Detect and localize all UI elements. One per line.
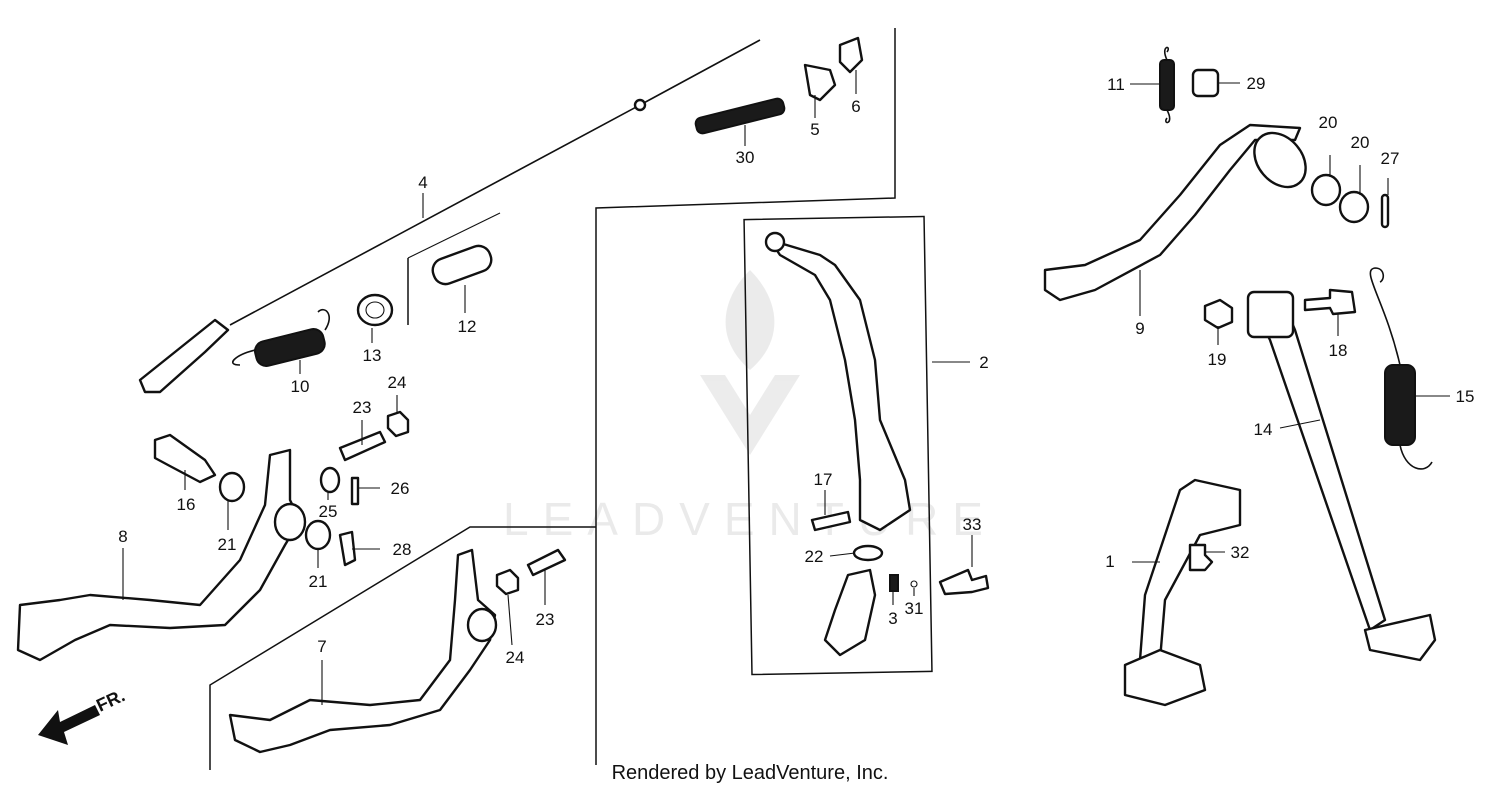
callout-7: 7 <box>317 637 326 656</box>
spring-15 <box>1369 267 1433 470</box>
frame-upper <box>595 28 896 765</box>
callout-18: 18 <box>1329 341 1348 360</box>
side-stand-14 <box>1246 290 1437 662</box>
nut-24b <box>495 568 520 596</box>
callout-21a: 21 <box>218 535 237 554</box>
front-arrow-icon <box>38 705 100 745</box>
bolt-3 <box>889 574 899 592</box>
callout-11: 11 <box>1107 75 1125 94</box>
callout-23a: 23 <box>353 398 372 417</box>
bolt-18 <box>1303 288 1357 316</box>
pin-26 <box>350 476 360 506</box>
brake-pedal-8 <box>16 448 307 662</box>
washer-21b <box>304 519 332 551</box>
nut-19 <box>1203 298 1234 330</box>
brake-pedal-7 <box>228 548 498 754</box>
callout-12: 12 <box>458 317 477 336</box>
callout-20a: 20 <box>1319 113 1338 132</box>
callout-29: 29 <box>1247 74 1266 93</box>
collar-29 <box>1191 68 1220 98</box>
washer-20a <box>1310 173 1342 207</box>
washer-22 <box>852 544 884 562</box>
watermark-logo <box>700 270 800 455</box>
callout-32: 32 <box>1231 543 1250 562</box>
spring-11-hooks <box>1163 46 1171 124</box>
callout-16: 16 <box>177 495 196 514</box>
pedal-9-boss <box>1253 131 1307 189</box>
leader-lines <box>122 70 1450 705</box>
callout-28: 28 <box>393 540 412 559</box>
front-direction-label: FR. <box>93 685 128 715</box>
callout-4: 4 <box>418 173 427 192</box>
callout-23b: 23 <box>536 610 555 629</box>
shift-lever-2 <box>764 231 912 532</box>
lever-1 <box>1123 478 1242 707</box>
callout-10: 10 <box>291 377 310 396</box>
bolt-17 <box>810 510 852 532</box>
frame-lower <box>209 526 596 770</box>
bolt-33 <box>938 568 990 596</box>
callout-21b: 21 <box>309 572 328 591</box>
callout-31: 31 <box>905 599 924 618</box>
pin-31 <box>910 580 918 588</box>
callout-25: 25 <box>319 502 338 521</box>
callout-19: 19 <box>1208 350 1227 369</box>
bolt-16 <box>153 433 217 484</box>
clip-28 <box>338 530 357 567</box>
footer-credit: Rendered by LeadVenture, Inc. <box>611 762 889 784</box>
callout-27: 27 <box>1381 149 1400 168</box>
washer-25 <box>319 466 341 494</box>
callout-24a: 24 <box>388 373 407 392</box>
spring-30 <box>694 97 786 135</box>
callout-20b: 20 <box>1351 133 1370 152</box>
bolt-23b <box>526 548 567 577</box>
callout-17: 17 <box>814 470 833 489</box>
callout-30: 30 <box>736 148 755 167</box>
frame-shift-lever <box>743 215 933 676</box>
clip-5 <box>803 63 837 102</box>
washer-21a <box>218 471 246 503</box>
callout-3: 3 <box>888 609 897 628</box>
frame-divider-line <box>407 212 501 259</box>
callout-15: 15 <box>1456 387 1475 406</box>
callout-8: 8 <box>118 527 127 546</box>
spring-11 <box>1159 59 1175 111</box>
callout-2: 2 <box>979 353 988 372</box>
callout-6: 6 <box>851 97 860 116</box>
callout-33: 33 <box>963 515 982 534</box>
arm-3 <box>823 568 877 657</box>
nut-24a <box>386 410 410 438</box>
bolt-23a <box>338 430 387 462</box>
callout-13: 13 <box>363 346 382 365</box>
bushing-13 <box>356 293 394 327</box>
callout-24b: 24 <box>506 648 525 667</box>
callout-9: 9 <box>1135 319 1144 338</box>
bushing-13-inner <box>365 301 385 319</box>
pin-27 <box>1380 193 1390 229</box>
spring-10 <box>232 308 330 367</box>
clip-6 <box>838 36 864 74</box>
callout-5: 5 <box>810 120 819 139</box>
sleeve-12 <box>431 244 493 286</box>
callout-22: 22 <box>805 547 824 566</box>
washer-20b <box>1338 190 1370 224</box>
brake-rod <box>138 39 761 394</box>
callout-1: 1 <box>1105 552 1114 571</box>
bolt-32 <box>1188 543 1214 572</box>
callout-14: 14 <box>1254 420 1273 439</box>
callout-26: 26 <box>391 479 410 498</box>
